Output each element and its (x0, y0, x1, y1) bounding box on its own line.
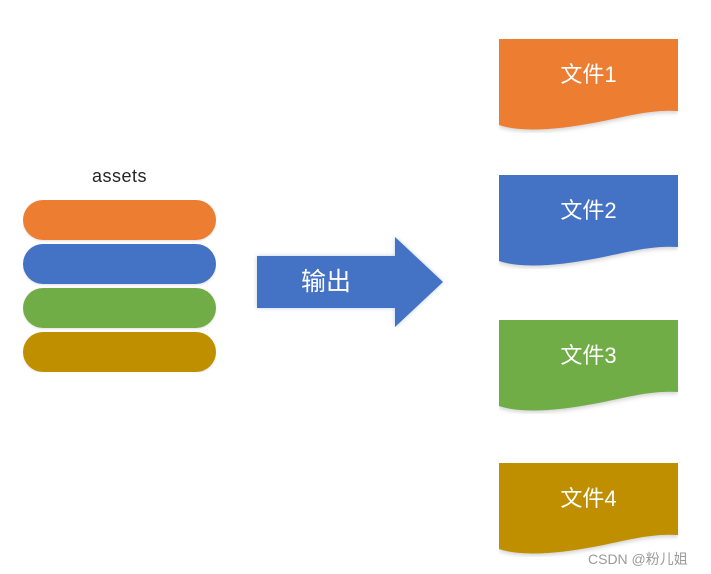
stack-pill-2 (23, 244, 216, 284)
document-shape-3-path (499, 320, 678, 411)
document-shape-1-path (499, 39, 678, 130)
document-label-4: 文件4 (560, 486, 617, 511)
watermark: CSDN @粉儿姐 (588, 551, 688, 567)
document-shape-2-path (499, 175, 678, 266)
stack-pill-4 (23, 332, 216, 372)
document-shape-2: 文件2 (499, 175, 678, 269)
stack-pill-3 (23, 288, 216, 328)
output-arrow (257, 237, 443, 327)
output-arrow-shape (257, 237, 443, 327)
output-arrow-label: 输出 (300, 268, 351, 296)
stack-pill-1 (23, 200, 216, 240)
document-label-1: 文件1 (560, 62, 617, 87)
document-shape-4-path (499, 463, 678, 554)
document-shape-4: 文件4 (499, 463, 678, 557)
document-shape-3: 文件3 (499, 320, 678, 414)
document-shape-1: 文件1 (499, 39, 678, 133)
document-label-2: 文件2 (560, 198, 617, 223)
document-label-3: 文件3 (560, 343, 617, 368)
stack-title: assets (91, 166, 148, 186)
assets-stack (23, 200, 216, 372)
